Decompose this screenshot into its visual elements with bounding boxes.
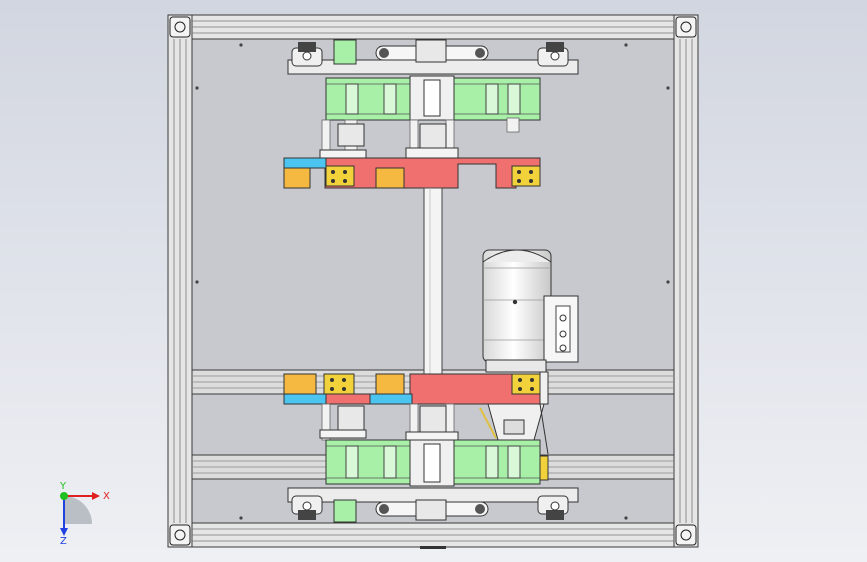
frame-slot-lines [173, 20, 693, 542]
top-blue-block [283, 157, 327, 169]
middle-blue-block-left [283, 393, 327, 405]
top-red-bracket [324, 157, 541, 189]
top-orange-block-left [283, 167, 311, 189]
middle-orange-block-mid [375, 373, 405, 395]
top-mechanism [283, 39, 579, 189]
triad-x-label: X [103, 491, 110, 502]
coordinate-triad-icon: X Y Z [59, 481, 110, 547]
middle-orange-block-left [283, 373, 317, 395]
frame-corner-connectors [169, 16, 697, 546]
top-orange-block-mid [375, 167, 405, 189]
triad-z-label: Z [60, 536, 67, 547]
middle-blue-block-mid [369, 393, 413, 405]
middle-mechanism [283, 371, 549, 455]
bottom-mechanism [287, 403, 579, 523]
frame-bottom-tab [420, 546, 446, 549]
triad-y-label: Y [59, 481, 67, 492]
motor-body [482, 249, 552, 363]
central-shaft [423, 187, 443, 377]
motor-assembly [482, 249, 579, 373]
